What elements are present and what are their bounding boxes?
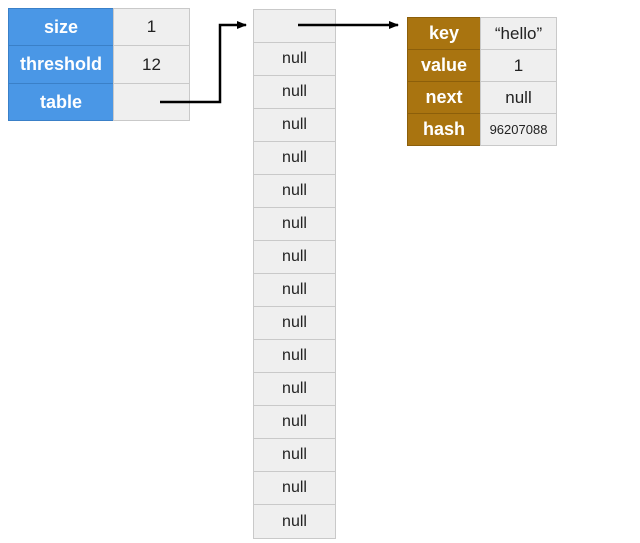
table-to-array-arrow xyxy=(160,21,247,104)
hash-label: hash xyxy=(407,113,481,146)
table-slot-13: null xyxy=(253,438,336,472)
table-slot-10: null xyxy=(253,339,336,373)
table-slot-15: null xyxy=(253,504,336,539)
table-slot-5: null xyxy=(253,174,336,208)
table-slot-11: null xyxy=(253,372,336,406)
table-slot-3: null xyxy=(253,108,336,142)
value-label: value xyxy=(407,49,481,82)
key-label: key xyxy=(407,17,481,50)
threshold-value: 12 xyxy=(113,45,190,84)
size-label: size xyxy=(8,8,114,46)
table-label: table xyxy=(8,83,114,121)
table-slot-12: null xyxy=(253,405,336,439)
next-label: next xyxy=(407,81,481,114)
table-slot-4: null xyxy=(253,141,336,175)
table-slot-9: null xyxy=(253,306,336,340)
threshold-label: threshold xyxy=(8,45,114,84)
hash-value: 96207088 xyxy=(480,113,557,146)
table-slot-2: null xyxy=(253,75,336,109)
value-value: 1 xyxy=(480,49,557,82)
